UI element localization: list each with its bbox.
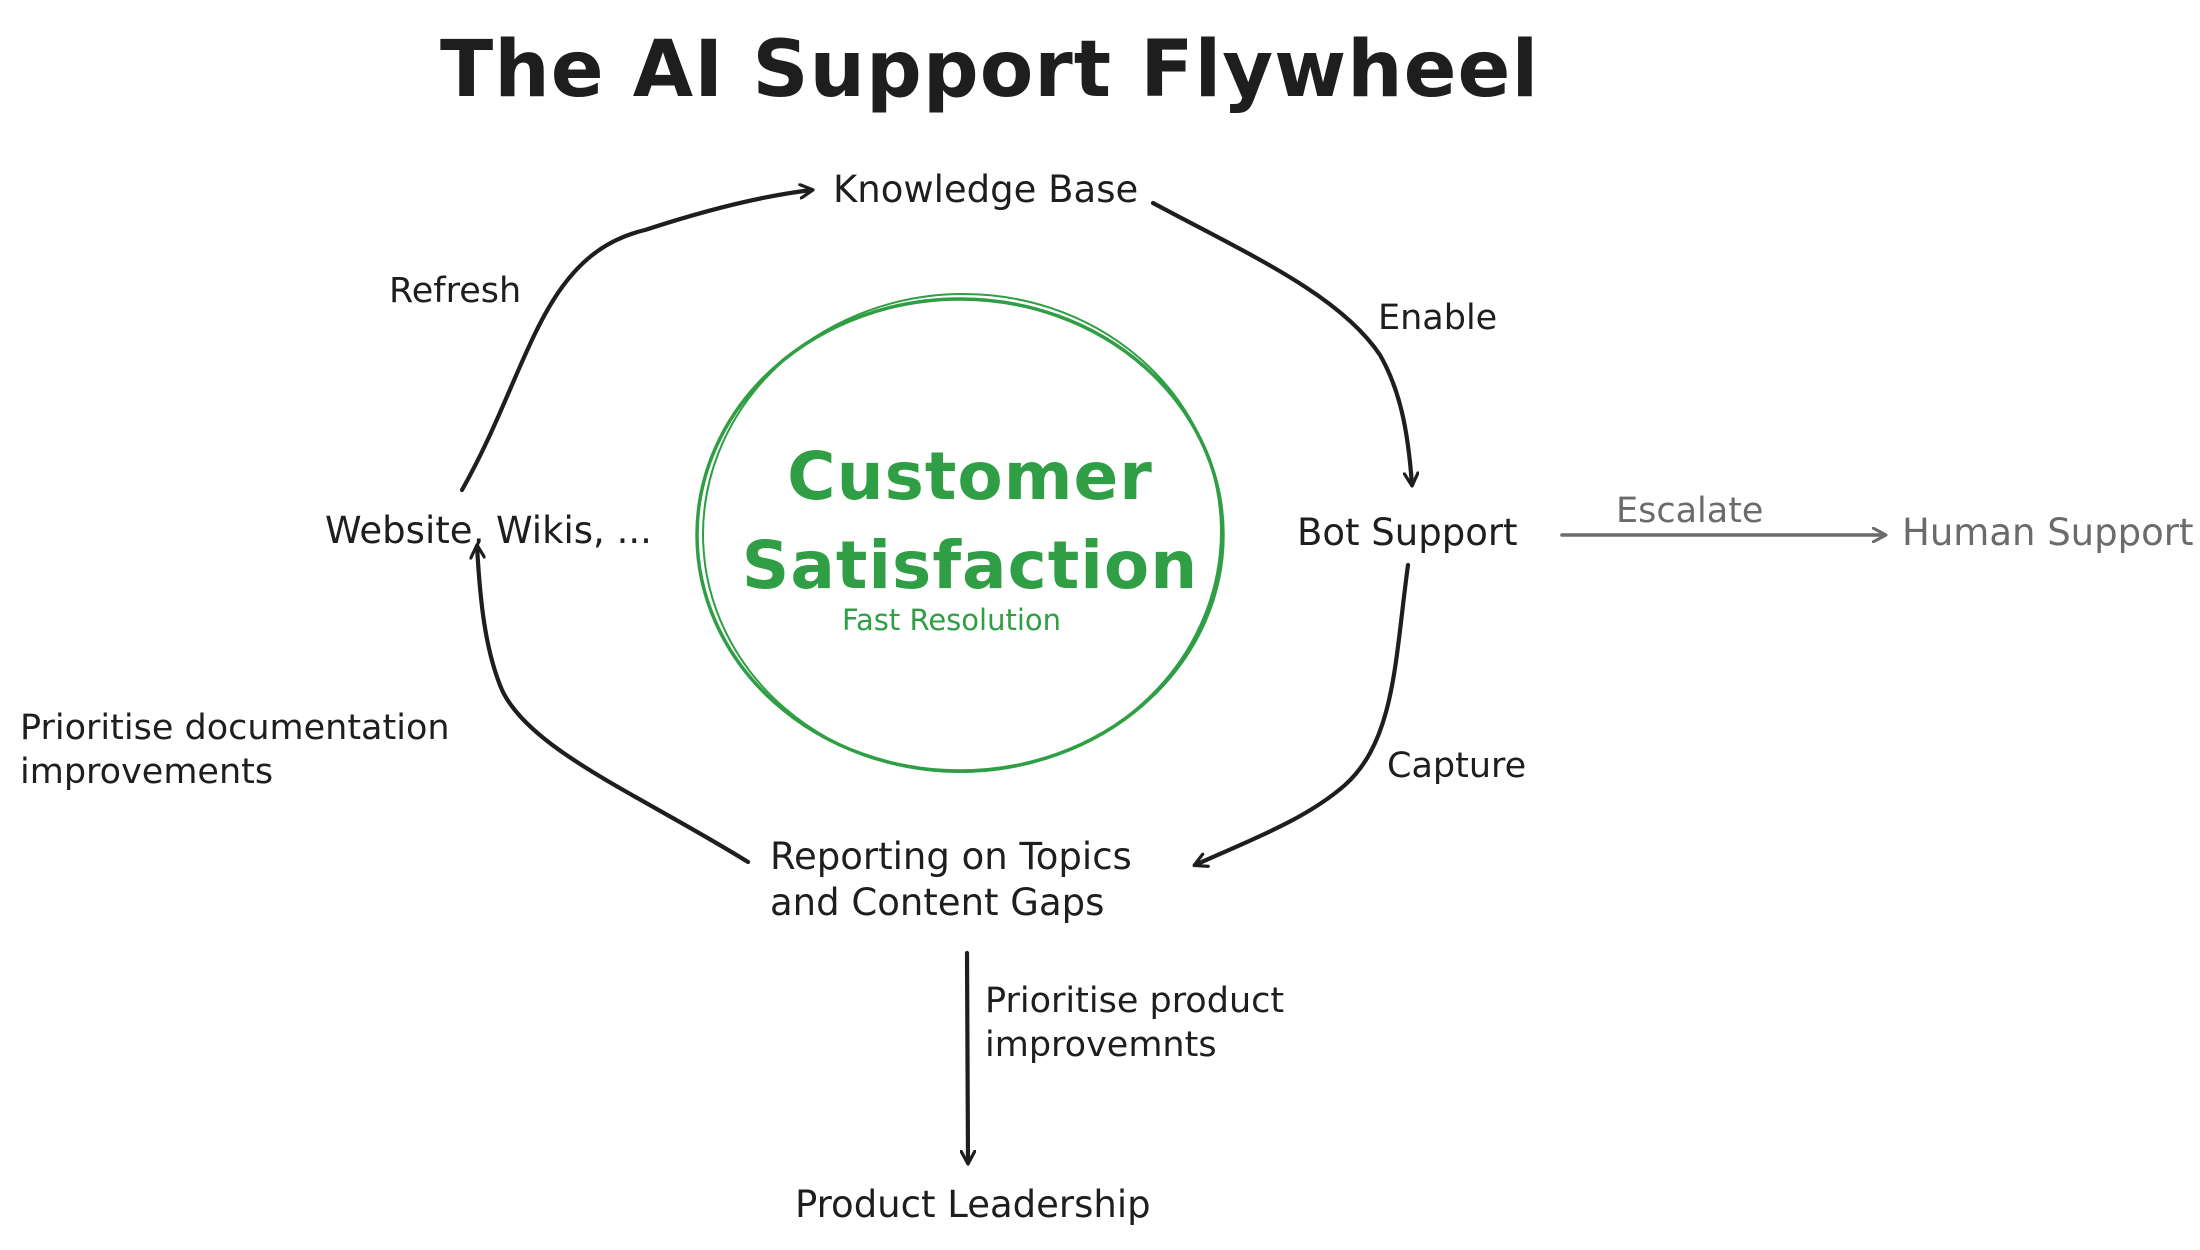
label-refresh: Refresh [389, 271, 522, 311]
label-prioritise-docs: Prioritise documentation improvements [20, 708, 450, 792]
node-reporting: Reporting on Topics and Content Gaps [770, 835, 1132, 925]
prioritise-product-arrow [967, 950, 968, 1163]
node-human-support: Human Support [1902, 511, 2194, 554]
node-knowledge-base: Knowledge Base [833, 168, 1139, 211]
node-bot-support: Bot Support [1297, 511, 1518, 554]
node-website-wikis: Website, Wikis, ... [325, 509, 652, 552]
center-title: Customer Satisfaction [741, 438, 1199, 605]
center-subtitle: Fast Resolution [842, 603, 1062, 637]
node-product-leadership: Product Leadership [795, 1183, 1151, 1226]
prioritise-docs-arrow [477, 546, 751, 865]
center-circle-sketch [702, 292, 1222, 774]
label-prioritise-product: Prioritise product improvemnts [985, 981, 1285, 1065]
diagram-title: The AI Support Flywheel [440, 25, 1540, 115]
center-circle [695, 297, 1225, 773]
enable-arrow [1150, 200, 1412, 485]
label-capture: Capture [1387, 746, 1527, 786]
capture-arrow [1195, 562, 1411, 865]
label-enable: Enable [1378, 298, 1498, 338]
label-escalate: Escalate [1616, 491, 1764, 531]
refresh-arrow [459, 190, 812, 493]
